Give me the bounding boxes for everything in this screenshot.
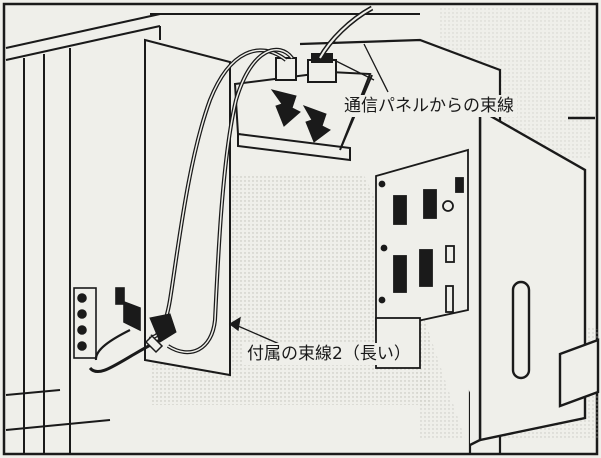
hand-arrow-icon [270, 89, 331, 143]
right-enclosure [469, 104, 600, 447]
plug-connector [144, 313, 177, 354]
connector-icon [275, 53, 337, 83]
terminal-block [73, 287, 141, 359]
connector-board [233, 70, 373, 162]
inner-panel [144, 38, 231, 377]
cabinet-frame [5, 13, 420, 454]
leader-lines [228, 43, 389, 347]
callout-comm-panel-harness: 通信パネルからの束線 [341, 95, 517, 117]
callout-included-harness-2: 付属の束線2（長い） [244, 343, 414, 365]
